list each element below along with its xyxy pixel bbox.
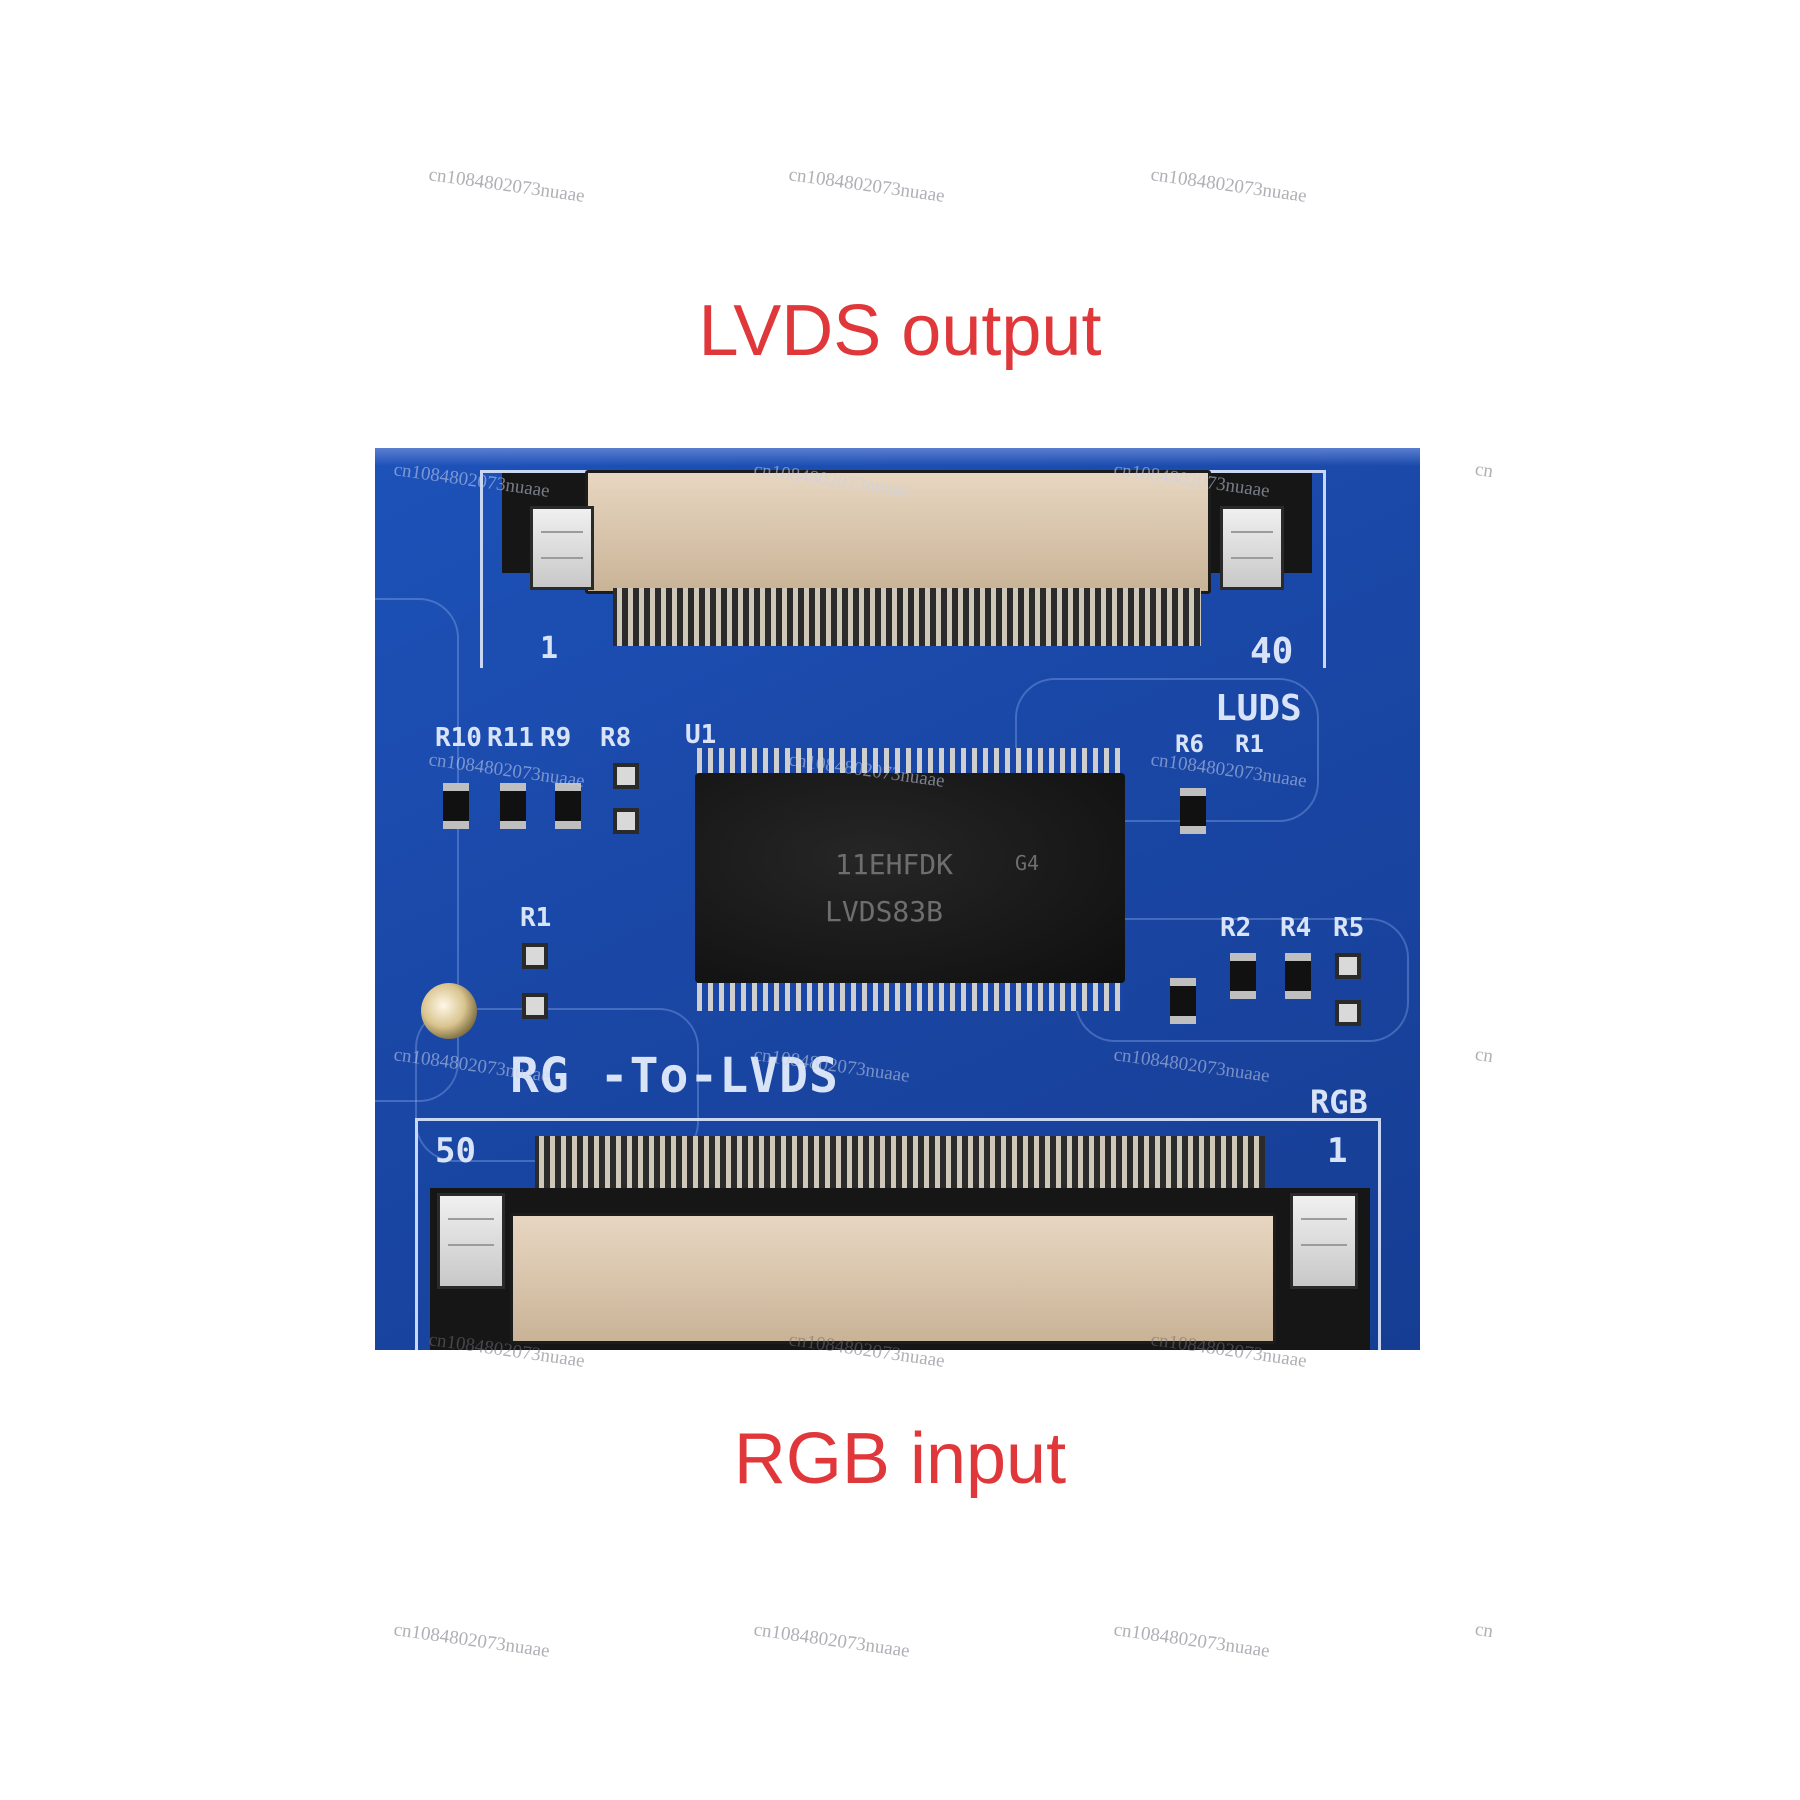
rgb-input-caption: RGB input: [733, 1419, 1067, 1499]
r8-pad-bottom: [613, 808, 639, 834]
r1-top-label: R1: [1235, 730, 1264, 758]
bottom-connector-pin-last: 1: [1327, 1131, 1348, 1171]
bottom-connector-pin-first: 50: [435, 1131, 476, 1171]
bottom-connector-left-latch: [437, 1193, 505, 1289]
chip-pins-top: [697, 748, 1123, 776]
bottom-connector-outline: [415, 1118, 1381, 1350]
mounting-hole: [421, 983, 477, 1039]
chip-marking-suffix: G4: [1015, 851, 1040, 875]
pcb-board: 1 40 LUDS R10 R11 R9 R8 U1 11EHFDK G4 LV…: [375, 448, 1420, 1350]
r1-label: R1: [520, 903, 552, 933]
lvds-chip: 11EHFDK G4 LVDS83B: [695, 773, 1125, 983]
chip-pins-bottom: [697, 983, 1123, 1011]
r8-pad-top: [613, 763, 639, 789]
r6-label: R6: [1175, 730, 1204, 758]
watermark: cn1084802073nuaae: [752, 1619, 912, 1662]
r2-label: R2: [1220, 913, 1252, 943]
watermark: cn1084802073nuaae: [392, 1619, 552, 1662]
r5-label: R5: [1333, 913, 1365, 943]
watermark: cn1084802073nuaae: [427, 164, 587, 207]
watermark: cn1084802073nuaae: [1112, 1619, 1272, 1662]
watermark-short: cn: [1473, 1618, 1495, 1643]
r11-resistor: [500, 783, 526, 829]
r5-pad-bottom: [1335, 1000, 1361, 1026]
r3-resistor: [1170, 978, 1196, 1024]
r10-label: R10: [435, 723, 482, 753]
r10-resistor: [443, 783, 469, 829]
bottom-connector-right-latch: [1290, 1193, 1358, 1289]
r1-pad-bottom: [522, 993, 548, 1019]
u1-label: U1: [685, 720, 717, 750]
r6-resistor: [1180, 788, 1206, 834]
r4-resistor: [1285, 953, 1311, 999]
r5-pad-top: [1335, 953, 1361, 979]
watermark: cn1084802073nuaae: [787, 164, 947, 207]
r11-label: R11: [487, 723, 534, 753]
top-connector-right-latch: [1220, 506, 1284, 590]
r8-label: R8: [600, 723, 632, 753]
r4-label: R4: [1280, 913, 1312, 943]
r1-pad-top: [522, 943, 548, 969]
top-connector-pin-last: 40: [1250, 631, 1294, 672]
r2-resistor: [1230, 953, 1256, 999]
top-connector-label: LUDS: [1215, 688, 1302, 729]
board-title: RG -To-LVDS: [510, 1048, 839, 1104]
top-connector-left-latch: [530, 506, 594, 590]
r9-label: R9: [540, 723, 572, 753]
watermark-short: cn: [1473, 1043, 1495, 1068]
chip-marking-line2: LVDS83B: [825, 895, 944, 928]
lvds-output-caption: LVDS output: [698, 291, 1102, 371]
top-connector-pins: [613, 588, 1201, 646]
watermark: cn1084802073nuaae: [1149, 164, 1309, 207]
top-connector-pin-first: 1: [540, 631, 559, 666]
bottom-connector-label: RGB: [1310, 1083, 1368, 1121]
chip-marking-line1: 11EHFDK: [835, 848, 954, 881]
watermark-short: cn: [1473, 458, 1495, 483]
r9-resistor: [555, 783, 581, 829]
bottom-connector-latch-body: [510, 1213, 1276, 1344]
